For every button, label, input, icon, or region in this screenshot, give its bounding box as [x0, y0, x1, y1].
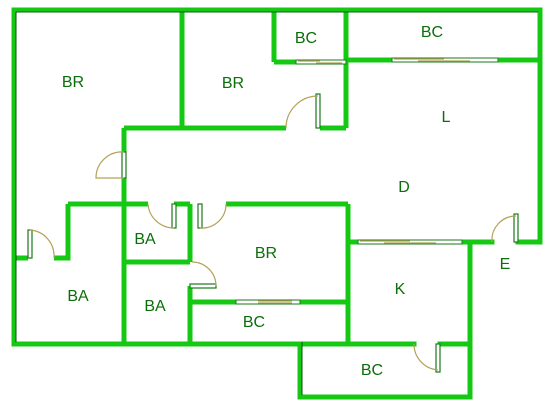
room-labels: BR BR BC BC L D E BA BR BA BA BC K BC [62, 24, 510, 379]
room-label-living: L [442, 109, 451, 126]
door-ba-bottom [189, 261, 217, 289]
door-ba-top [147, 203, 177, 229]
room-label-bc-small: BC [295, 30, 317, 47]
room-label-ba-bottom: BA [144, 298, 166, 315]
door-entry [491, 213, 519, 243]
sliding-doors [235, 57, 499, 305]
slider-bc-small [295, 59, 347, 65]
room-label-br-center: BR [255, 245, 277, 262]
room-label-bc-center: BC [243, 314, 265, 331]
door-ba-left [27, 229, 55, 259]
room-label-kitchen: K [395, 281, 406, 298]
wall-edges [15, 11, 538, 395]
room-label-entry: E [500, 256, 511, 273]
interior-walls [14, 10, 540, 344]
room-label-ba-left: BA [67, 288, 89, 305]
slider-bc-center [235, 299, 301, 305]
outer-walls [11, 7, 543, 400]
room-label-dining: D [398, 179, 410, 196]
door-br-center [197, 203, 227, 229]
slider-bc-top [391, 57, 499, 63]
room-label-br-left: BR [62, 74, 84, 91]
room-label-bc-bottom: BC [361, 362, 383, 379]
slider-kitchen [357, 239, 463, 245]
door-br-top [285, 93, 321, 129]
door-br-left [95, 151, 127, 179]
doors [27, 93, 519, 373]
door-bc-bottom [413, 343, 441, 373]
room-label-ba-top: BA [134, 231, 156, 248]
room-label-br-top: BR [222, 75, 244, 92]
room-label-bc-top: BC [421, 24, 443, 41]
